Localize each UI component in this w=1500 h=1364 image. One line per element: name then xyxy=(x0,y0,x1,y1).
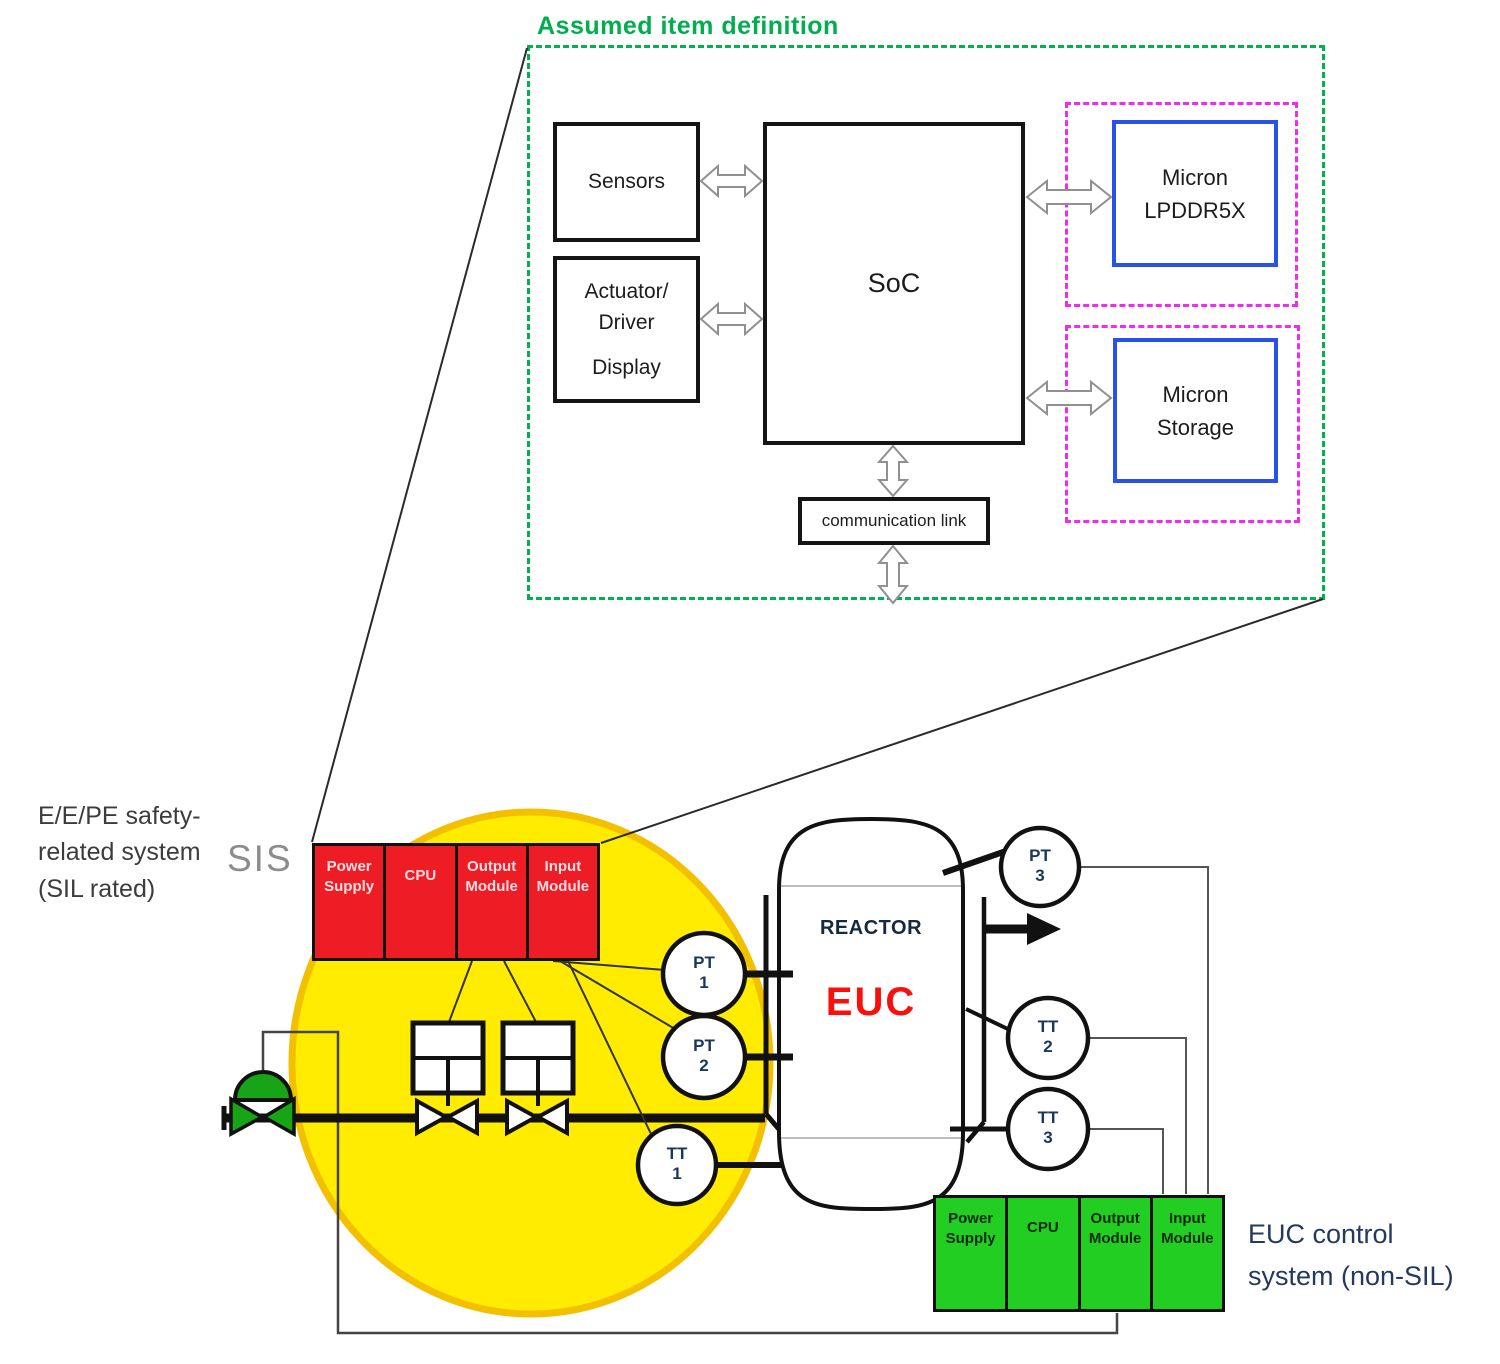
soc-box: SoC xyxy=(763,122,1025,445)
sil-note-line3: (SIL rated) xyxy=(38,874,156,903)
sis-module-output: Output Module xyxy=(454,846,526,958)
euc-control-note-line2: system (non-SIL) xyxy=(1248,1260,1454,1291)
arrow-soc-commlink xyxy=(876,444,910,498)
arrow-soc-lpddr5x xyxy=(1025,178,1113,216)
sis-logic-solver-block: Power Supply CPU Output Module Input Mod… xyxy=(312,843,600,961)
sil-note-line2: related system xyxy=(38,838,201,867)
arrow-actuator-soc xyxy=(699,301,764,337)
reactor-right-channel-bevel xyxy=(965,1120,986,1144)
sis-module-power-supply: Power Supply xyxy=(324,858,375,895)
tt3-signal-line xyxy=(1086,1128,1164,1194)
euc-control-note-line1: EUC control xyxy=(1248,1219,1394,1249)
micron-lpddr5x-line2: LPDDR5X xyxy=(1144,197,1246,223)
tt2-signal-line xyxy=(1088,1037,1187,1194)
micron-lpddr5x-box: Micron LPDDR5X xyxy=(1112,120,1278,267)
sil-system-note: E/E/PE safety- related system (SIL rated… xyxy=(38,798,201,907)
assumed-item-definition-frame xyxy=(527,45,1325,600)
actuator-driver-display-box: Actuator/ Driver Display xyxy=(553,256,700,403)
actuator-label-line3: Display xyxy=(592,355,661,379)
euc-label: EUC xyxy=(825,980,917,1024)
sis-valve-right xyxy=(260,1095,296,1138)
euc-control-block: Power Supply CPU Output Module Input Mod… xyxy=(933,1195,1225,1312)
pt3-tap-line xyxy=(942,848,1007,876)
tt1-circle xyxy=(635,1123,719,1207)
block-valve-1-right xyxy=(443,1097,479,1137)
reactor-vessel xyxy=(777,816,965,1212)
sil-note-line1: E/E/PE safety- xyxy=(38,802,201,830)
sis-signal-line-valve1 xyxy=(448,960,473,1023)
soc-label: SoC xyxy=(867,268,921,298)
sis-signal-line-tt1 xyxy=(567,960,653,1137)
reactor-label: REACTOR xyxy=(819,917,923,939)
sensors-label: Sensors xyxy=(587,170,666,193)
callout-line-right xyxy=(600,598,1324,844)
micron-storage-frame xyxy=(1065,325,1300,523)
arrow-soc-storage xyxy=(1025,379,1113,417)
block-valve-1-left xyxy=(415,1097,451,1137)
tt2-tap-line xyxy=(965,1007,1013,1033)
sis-valve-actuator-dome xyxy=(232,1070,294,1102)
euc-module-cpu: CPU xyxy=(1005,1198,1077,1309)
euc-module-output: Output Module xyxy=(1077,1198,1150,1309)
micron-storage-line1: Micron xyxy=(1162,381,1229,407)
pt3-signal-line xyxy=(1078,866,1209,1194)
tt2-circle xyxy=(1005,995,1091,1081)
communication-link-box: communication link xyxy=(798,497,990,545)
communication-link-label: communication link xyxy=(821,511,967,530)
sis-signal-line-pt2 xyxy=(559,960,676,1030)
micron-storage-line2: Storage xyxy=(1156,414,1235,440)
valve-control-loop-line xyxy=(261,1030,1119,1335)
outflow-arrow-head xyxy=(1027,913,1061,945)
assumed-item-title: Assumed item definition xyxy=(537,12,839,40)
sis-signal-line-valve2 xyxy=(503,960,537,1023)
sis-module-cpu: CPU xyxy=(383,846,454,958)
sis-tag: SIS xyxy=(227,838,293,879)
actuator-label-line1: Actuator/ xyxy=(584,279,669,303)
euc-module-input: Input Module xyxy=(1149,1198,1222,1309)
sis-signal-line-pt1 xyxy=(552,960,666,971)
block-valve-2-left xyxy=(505,1097,541,1137)
actuator-label-line2: Driver xyxy=(598,311,655,335)
sis-module-input: Input Module xyxy=(525,846,597,958)
arrow-commlink-external xyxy=(876,544,910,605)
sis-valve-left xyxy=(229,1095,266,1137)
pt2-circle xyxy=(660,1013,748,1101)
tt3-circle xyxy=(1005,1086,1091,1172)
callout-line-left xyxy=(311,47,528,843)
micron-lpddr5x-line1: Micron xyxy=(1161,164,1228,190)
euc-module-power-supply: Power Supply xyxy=(945,1210,996,1247)
sensors-box: Sensors xyxy=(553,122,700,242)
arrow-sensors-soc xyxy=(699,163,764,199)
block-valve-2-right xyxy=(533,1097,569,1137)
euc-control-note: EUC control system (non-SIL) xyxy=(1248,1214,1454,1298)
micron-storage-box: Micron Storage xyxy=(1113,338,1278,483)
pt3-circle xyxy=(998,825,1082,909)
